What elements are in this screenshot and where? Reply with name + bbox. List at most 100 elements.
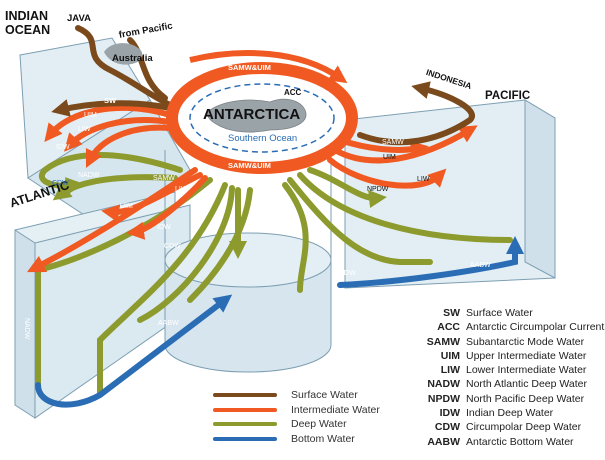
- cdw-indian-label: CDW: [52, 180, 69, 187]
- intermediate-water-flows: [26, 104, 478, 273]
- liw-indian-flow: [64, 117, 173, 152]
- abbr-meaning: Subantarctic Mode Water: [466, 335, 585, 348]
- aabw-atl-flow: [35, 294, 233, 408]
- npdw-flow: [307, 167, 387, 208]
- nadw-indian-label: NADW: [78, 172, 100, 179]
- uim-indian-flow-2: [85, 124, 173, 169]
- abbr-code: SAMW: [426, 335, 460, 348]
- sw-java-flow: [75, 25, 173, 108]
- abbr-row: SW Surface Water: [418, 306, 604, 320]
- aabw-atl-label: AABW: [158, 320, 179, 327]
- uim-indian-label: UIM: [84, 112, 97, 119]
- abbr-row: SAMW Subantarctic Mode Water: [418, 335, 604, 349]
- sw-indonesia-flow: [357, 81, 475, 146]
- legend-swatch: [213, 393, 277, 398]
- legend-item-bottom: Bottom Water: [213, 432, 380, 447]
- abbr-row: AABW Antarctic Bottom Water: [418, 435, 604, 449]
- uim-indian-flow: [44, 104, 173, 143]
- idw-atl-flow: [137, 185, 235, 323]
- legend-item-deep: Deep Water: [213, 417, 380, 432]
- abbr-code: SW: [443, 307, 460, 319]
- samw-pac-label: SAMW: [382, 139, 404, 146]
- southern-ocean-label: Southern Ocean: [228, 133, 298, 144]
- abbr-meaning: Upper Intermediate Water: [466, 349, 587, 362]
- npdw-label: NPDW: [367, 186, 389, 193]
- abbreviation-key: SW Surface Water ACC Antarctic Circumpolar…: [418, 306, 605, 449]
- deep-center-right: [282, 182, 309, 293]
- idw-center-flow: [187, 187, 253, 303]
- npdw-return: [297, 172, 513, 243]
- aabw-pac-label: AABW: [470, 262, 491, 269]
- abbr-row: CDW Circumpolar Deep Water: [418, 420, 604, 434]
- pacific-label: PACIFIC: [485, 90, 531, 102]
- abbr-meaning: North Atlantic Deep Water: [466, 378, 587, 391]
- abbr-row: NADW North Atlantic Deep Water: [418, 377, 604, 391]
- nadw-indian-flow: [52, 174, 178, 201]
- liw-pac-flow: [327, 157, 447, 189]
- antarctica-landmass: [207, 98, 307, 133]
- uim-pac-label: UIM: [383, 154, 396, 161]
- cdw-atl-label: CDW: [164, 243, 181, 250]
- australia-label: Australia: [112, 53, 153, 64]
- uim-atl-label: UIM: [120, 203, 133, 210]
- abbr-meaning: North Pacific Deep Water: [466, 392, 585, 405]
- java-label: JAVA: [67, 13, 91, 24]
- indian-ocean-label: INDIAN OCEAN: [5, 9, 51, 37]
- samw-atl-label: SAMW: [153, 175, 175, 182]
- abbr-meaning: Antarctic Bottom Water: [466, 435, 574, 448]
- liw-atl-label: LIW: [175, 186, 188, 193]
- abbr-meaning: Circumpolar Deep Water: [466, 421, 582, 434]
- liw-atl-flow: [126, 175, 208, 240]
- idw-center-label: IDW: [242, 182, 256, 189]
- samw-uim-bottom-label: SAMW&UIM: [228, 161, 271, 170]
- sw-pacific-flow: [127, 37, 168, 101]
- abbr-code: NPDW: [427, 392, 460, 405]
- idw-indian-loop: [38, 152, 183, 196]
- deep-water-flows: [35, 152, 513, 398]
- acc-label: ACC: [284, 88, 302, 97]
- legend-label: Deep Water: [291, 418, 347, 431]
- abbr-meaning: Antarctic Circumpolar Current: [466, 321, 605, 334]
- abbr-meaning: Surface Water: [466, 307, 533, 319]
- idw-atl-label: IDW: [157, 224, 171, 231]
- sw-label: SW: [104, 96, 117, 105]
- abbr-code: IDW: [439, 407, 460, 420]
- samw-pac-flow: [337, 137, 429, 159]
- samw-uim-top-label: SAMW&UIM: [228, 63, 271, 72]
- abbr-code: ACC: [437, 321, 460, 334]
- liw-indian-label: LIW: [78, 126, 91, 133]
- abbr-code: NADW: [427, 378, 460, 391]
- uim-atl-flow: [101, 172, 203, 223]
- nadw-atl-label: NADW: [23, 318, 30, 340]
- aabw-pac-flow: [337, 236, 524, 288]
- abbr-code: AABW: [427, 435, 460, 448]
- abbr-row: NPDW North Pacific Deep Water: [418, 392, 604, 406]
- australia-landmass: [104, 43, 143, 65]
- abbr-code: UIM: [440, 349, 460, 362]
- legend-swatch: [213, 422, 277, 427]
- idw-pac-flow: [287, 177, 433, 265]
- aabw-atl-return: [97, 182, 228, 398]
- legend-label: Surface Water: [291, 389, 358, 402]
- legend-swatch: [213, 436, 277, 441]
- bottom-water-flows: [35, 236, 524, 408]
- abbr-meaning: Indian Deep Water: [466, 407, 554, 420]
- legend-label: Intermediate Water: [291, 403, 380, 416]
- antarctica-label: ANTARCTICA: [203, 106, 301, 123]
- legend-label: Bottom Water: [291, 432, 355, 445]
- sw-indian-flow: [51, 99, 173, 117]
- legend-item-intermediate: Intermediate Water: [213, 403, 380, 418]
- liw-pac-label: LIW: [417, 176, 430, 183]
- idw-pac-label: IDW: [342, 270, 356, 277]
- abbr-row: UIM Upper Intermediate Water: [418, 349, 604, 363]
- color-legend: Surface Water Intermediate Water Deep Wa…: [213, 388, 380, 446]
- abbr-row: ACC Antarctic Circumpolar Current: [418, 320, 604, 334]
- legend-item-surface: Surface Water: [213, 388, 380, 403]
- abbr-code: CDW: [434, 421, 460, 434]
- legend-swatch: [213, 407, 277, 412]
- abbr-meaning: Lower Intermediate Water: [466, 364, 587, 377]
- uim-pac-flow: [332, 125, 478, 164]
